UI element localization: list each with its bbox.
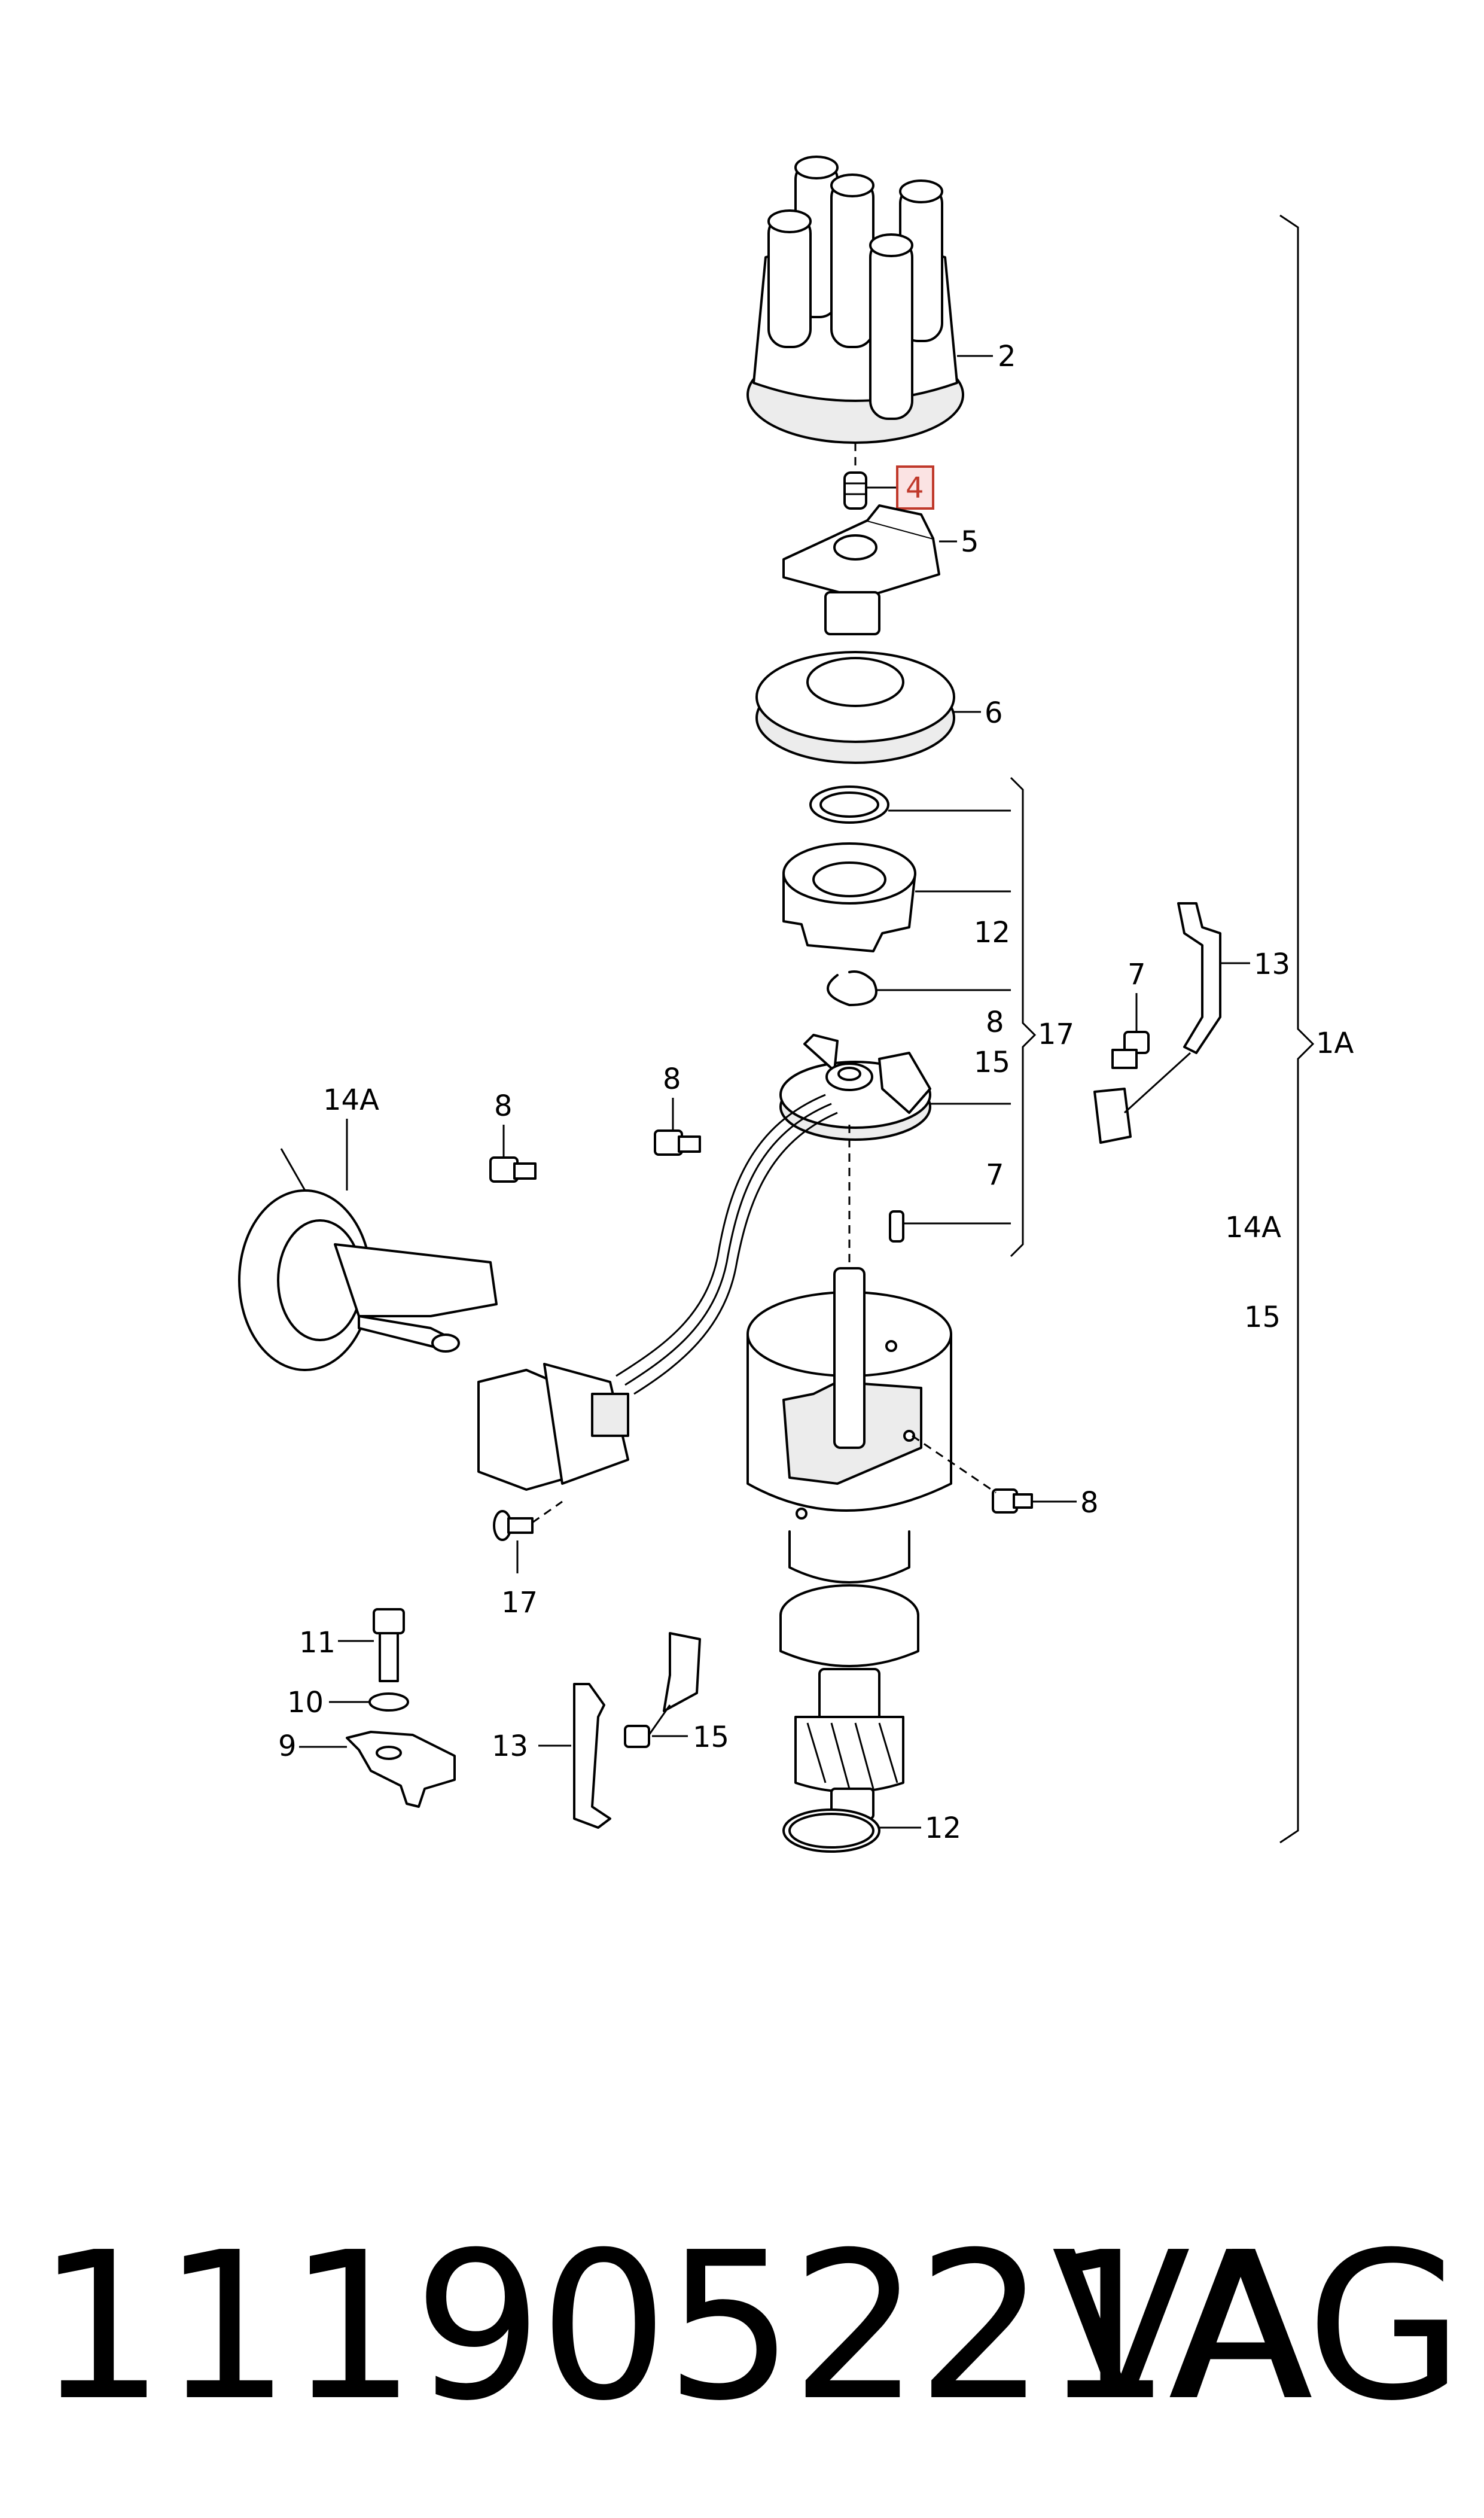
dust-shield <box>755 651 955 764</box>
callout-14a-right: 14A <box>1225 1211 1281 1244</box>
dowel-pin <box>889 1210 904 1243</box>
distributor-cap <box>746 156 964 444</box>
washer-10 <box>368 1692 409 1712</box>
callout-1a: 1A <box>1316 1027 1354 1060</box>
callout-12-upper: 12 <box>974 916 1010 949</box>
callout-9: 9 <box>278 1730 297 1763</box>
distributor-housing <box>746 1267 952 1820</box>
retaining-clip-right <box>1177 902 1221 1054</box>
screw-body <box>992 1488 1033 1514</box>
bearing-ring <box>782 842 916 952</box>
vacuum-unit <box>238 1148 498 1371</box>
callout-8-body: 8 <box>1080 1486 1099 1520</box>
o-ring <box>809 785 889 824</box>
callout-8-middle: 8 <box>663 1062 681 1096</box>
rotor-arm <box>782 504 940 635</box>
callout-17-pin: 17 <box>501 1586 538 1619</box>
screw-7 <box>1111 1031 1150 1069</box>
callout-4-highlight-box <box>896 465 934 510</box>
retaining-clip-bottom <box>573 1683 611 1829</box>
brand-name: VAG <box>1052 2209 1464 2446</box>
clamp-9 <box>346 1731 456 1808</box>
o-ring-bottom <box>782 1808 880 1853</box>
callout-14a-left: 14A <box>323 1083 379 1117</box>
part-number: 111905221A <box>36 2209 1307 2446</box>
callout-12-bottom: 12 <box>925 1811 961 1845</box>
screw-middle <box>654 1129 701 1156</box>
callout-13-right: 13 <box>1254 948 1290 981</box>
terminal-connector <box>1093 1052 1192 1144</box>
brace-17 <box>1010 777 1037 1258</box>
carbon-brush-spring <box>843 471 867 510</box>
condenser-15 <box>624 1632 701 1748</box>
screw-left <box>489 1156 537 1183</box>
wiring-harness <box>477 1094 838 1491</box>
callout-7-group: 7 <box>986 1158 1004 1192</box>
callout-6: 6 <box>985 696 1003 730</box>
brace-1a <box>1279 214 1315 1844</box>
rivet-17 <box>493 1510 534 1541</box>
callout-17-group: 17 <box>1038 1018 1074 1051</box>
callout-15-group: 15 <box>974 1046 1010 1079</box>
circlip <box>827 970 877 1006</box>
callout-15-bottom: 15 <box>693 1721 729 1754</box>
base-plate-with-pickup <box>779 1034 931 1141</box>
callout-13-bottom: 13 <box>492 1730 528 1763</box>
callout-15-right: 15 <box>1244 1301 1281 1334</box>
callout-7-right: 7 <box>1128 958 1146 991</box>
callout-10: 10 <box>287 1686 324 1719</box>
bolt-11 <box>373 1608 405 1682</box>
callout-4[interactable]: 4 <box>906 471 924 505</box>
callout-8-left: 8 <box>494 1089 513 1123</box>
callout-11: 11 <box>299 1626 336 1660</box>
callout-8-group: 8 <box>986 1006 1004 1039</box>
callout-5: 5 <box>961 525 979 559</box>
callout-2: 2 <box>998 340 1016 373</box>
